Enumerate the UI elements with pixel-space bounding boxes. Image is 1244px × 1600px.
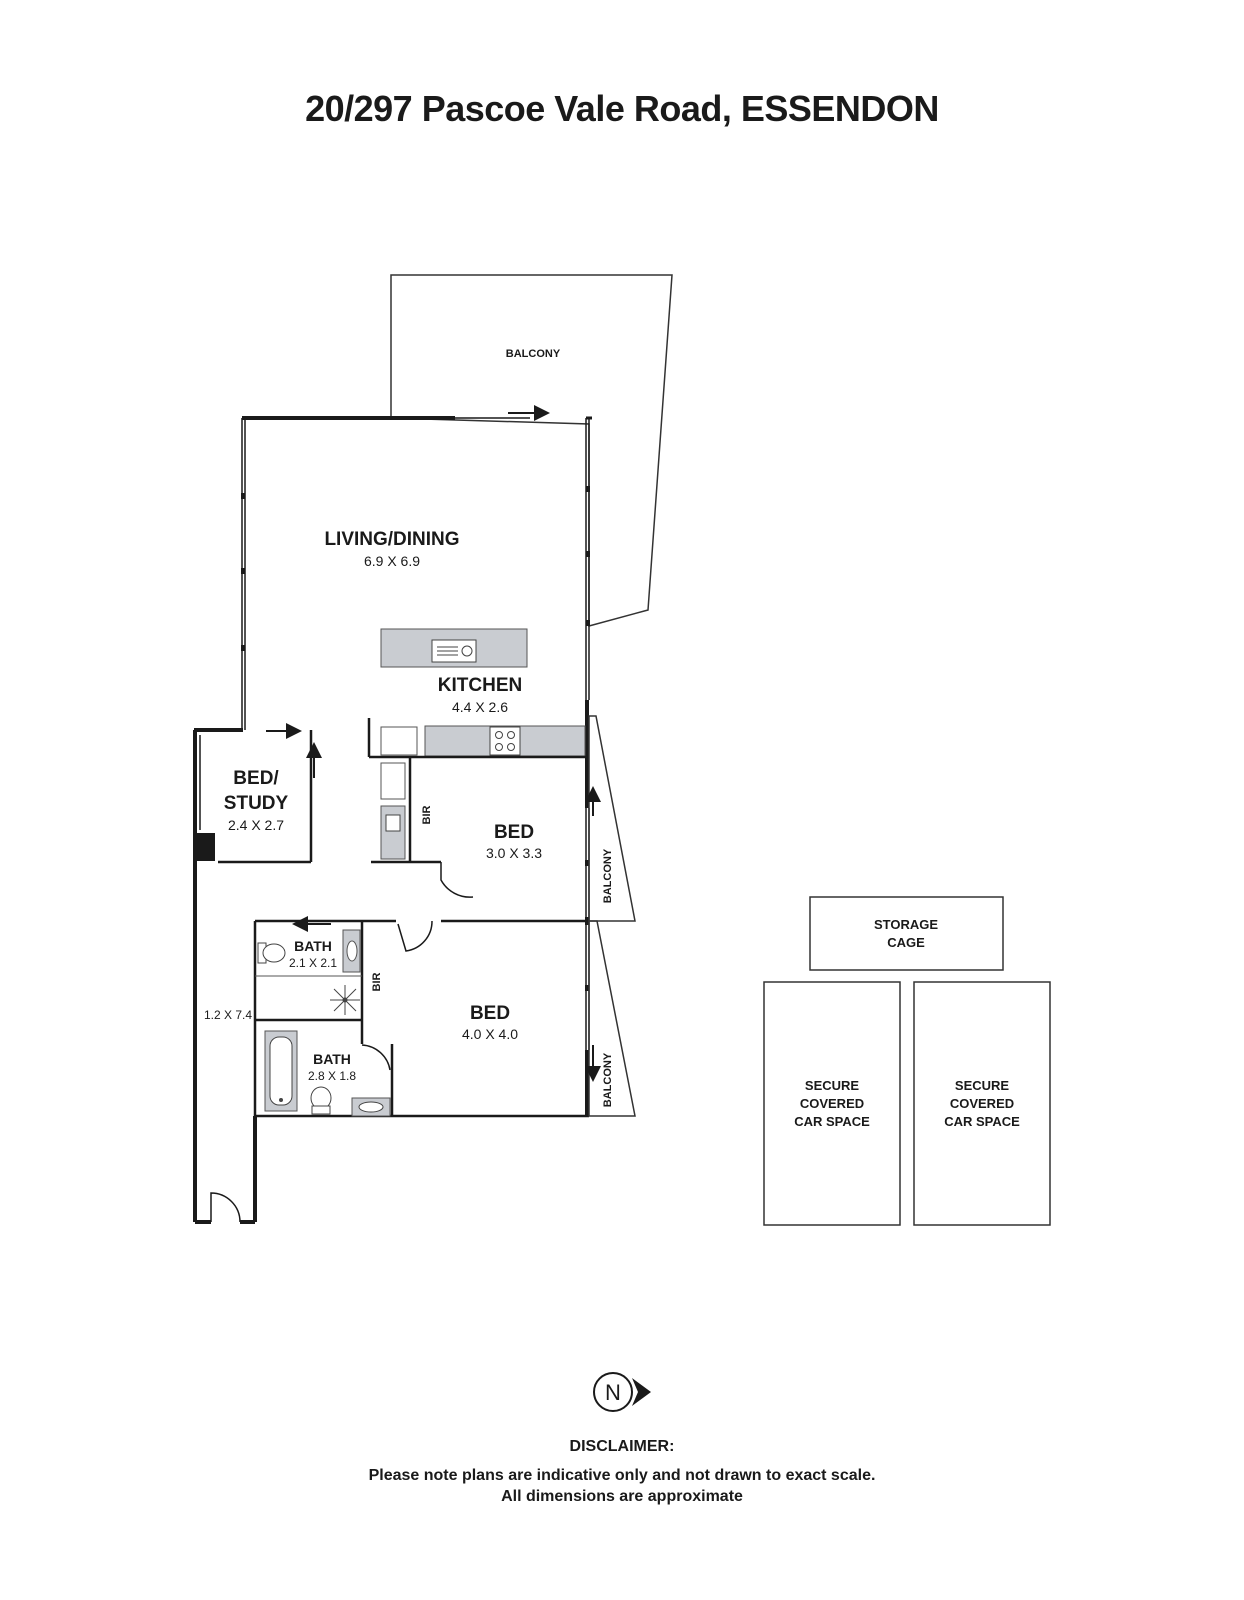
bed-study-dims: 2.4 X 2.7 [228, 817, 284, 833]
laundry-cupboard [380, 762, 406, 800]
disclaimer-block: DISCLAIMER: Please note plans are indica… [0, 1436, 1244, 1507]
bath2-label: BATH [313, 1051, 351, 1067]
bed2-door-swing [397, 920, 433, 952]
fridge-space [380, 726, 418, 756]
car1-label-line1: SECURE [805, 1078, 860, 1093]
entry-door-swing [210, 1192, 241, 1223]
car1-label-line3: CAR SPACE [794, 1114, 870, 1129]
living-dining-label: LIVING/DINING [324, 529, 459, 550]
window-ticks [241, 486, 590, 651]
cooktop-icon [489, 726, 521, 756]
living-dining-dims: 6.9 X 6.9 [364, 553, 420, 569]
car2-label-line1: SECURE [955, 1078, 1010, 1093]
bed-study-label-line2: STUDY [224, 793, 289, 814]
balcony-top-outline [390, 274, 673, 627]
bed2-label: BED [470, 1003, 510, 1024]
disclaimer-line2: All dimensions are approximate [501, 1488, 743, 1505]
balcony-bed2-outline [588, 920, 636, 1117]
living-walls [241, 416, 592, 758]
balcony-top-label: BALCONY [506, 348, 561, 360]
bathtub-icon [264, 1030, 298, 1112]
sink-icon [431, 639, 477, 663]
balcony-bed2-label: BALCONY [602, 1052, 614, 1107]
study-walls [193, 728, 257, 1222]
toilet-icon-bath2 [310, 1086, 332, 1115]
compass-letter: N [605, 1380, 621, 1405]
bed2-dims: 4.0 X 4.0 [462, 1026, 518, 1042]
bir1-label: BIR [421, 805, 433, 824]
interior-walls [218, 718, 589, 1118]
car1-label-line2: COVERED [800, 1096, 864, 1111]
laundry-sink-icon [385, 814, 401, 832]
storage-label-line1: STORAGE [874, 917, 938, 932]
bed1-label: BED [494, 822, 534, 843]
north-compass-icon: N [593, 1372, 651, 1412]
car2-label-line2: COVERED [950, 1096, 1014, 1111]
bath2-door-swing [361, 1044, 391, 1071]
balcony-bed1-outline [588, 715, 636, 922]
basin-icon [342, 929, 361, 973]
kitchen-label: KITCHEN [438, 675, 522, 696]
basin-icon-bath2 [351, 1097, 391, 1117]
bath1-label: BATH [294, 938, 332, 954]
storage-cage-outline [809, 896, 1004, 971]
disclaimer-line1: Please note plans are indicative only an… [368, 1467, 876, 1484]
structural-column [195, 833, 215, 861]
shower-icon [330, 985, 360, 1015]
car2-label-line3: CAR SPACE [944, 1114, 1020, 1129]
car-space-2-outline [913, 981, 1051, 1226]
bir2-label: BIR [371, 972, 383, 991]
bath1-dims: 2.1 X 2.1 [289, 956, 337, 970]
balcony-bed1-label: BALCONY [602, 848, 614, 903]
car-space-1-outline [763, 981, 901, 1226]
kitchen-dims: 4.4 X 2.6 [452, 699, 508, 715]
bed-study-label-line1: BED/ [233, 768, 279, 789]
storage-label-line2: CAGE [887, 935, 925, 950]
bath2-dims: 2.8 X 1.8 [308, 1069, 356, 1083]
bed1-door-swing [440, 862, 474, 898]
plan-title: 20/297 Pascoe Vale Road, ESSENDON [305, 88, 939, 129]
bed1-dims: 3.0 X 3.3 [486, 845, 542, 861]
disclaimer-heading: DISCLAIMER: [569, 1438, 675, 1455]
laundry-tub [380, 805, 406, 860]
hallway-dims: 1.2 X 7.4 [204, 1008, 252, 1022]
toilet-icon [257, 942, 286, 964]
